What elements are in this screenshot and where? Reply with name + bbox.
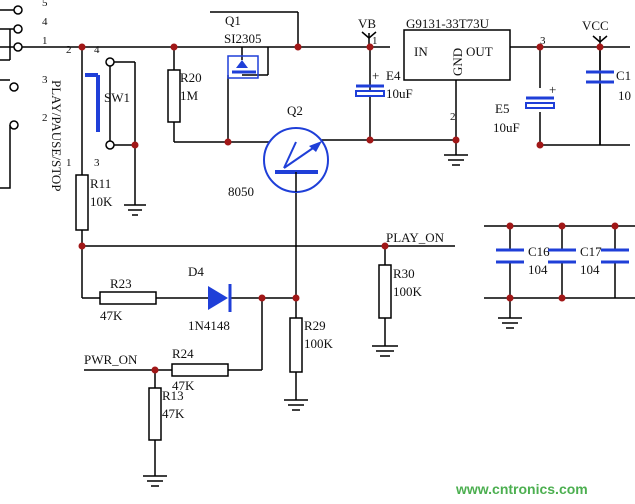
- u1-gnd: GND: [450, 48, 465, 76]
- q2-transistor: [263, 127, 329, 193]
- watermark-text: www.cntronics.com: [455, 481, 588, 497]
- r20-ref: R20: [180, 70, 202, 85]
- q1-value: SI2305: [224, 31, 262, 46]
- sw1-pin-2: 2: [66, 44, 72, 56]
- r23-value: 47K: [100, 308, 123, 323]
- c17-value: 104: [580, 262, 600, 277]
- u1-part: G9131-33T73U: [406, 16, 490, 31]
- sw1-pin-3: 3: [94, 157, 100, 169]
- e4-capacitor: [355, 84, 385, 97]
- u1-out: OUT: [466, 44, 493, 59]
- switch-sw1: [85, 73, 100, 132]
- e5-capacitor: [525, 96, 555, 109]
- d4-diode: [208, 284, 232, 312]
- svg-text:+: +: [549, 82, 556, 97]
- u1-in: IN: [414, 44, 428, 59]
- c1-capacitor: [586, 70, 614, 84]
- r13-ref: R13: [162, 388, 184, 403]
- conn-pin-2: 2: [42, 112, 48, 124]
- r29-value: 100K: [304, 336, 334, 351]
- u1-pin-out: 3: [540, 35, 546, 47]
- sw1-name: PLAY/PAUSE/STOP: [49, 80, 64, 192]
- u1-pin-in: 1: [372, 35, 378, 47]
- r30-value: 100K: [393, 284, 423, 299]
- c1-ref: C1: [616, 68, 631, 83]
- labels: 5 4 1 3 2 Q1 SI2305 R20 1M Q2 8050 VB VC…: [42, 0, 631, 497]
- wires: [0, 9, 635, 476]
- r24-value: 47K: [172, 378, 195, 393]
- r13-value: 47K: [162, 406, 185, 421]
- conn-pin-4: 4: [42, 16, 48, 28]
- r20-value: 1M: [180, 88, 199, 103]
- c1-value: 10: [618, 88, 631, 103]
- polarity-marks: + +: [372, 68, 556, 97]
- e5-ref: E5: [495, 101, 509, 116]
- c16-value: 104: [528, 262, 548, 277]
- e5-value: 10uF: [493, 120, 520, 135]
- q1-ref: Q1: [225, 13, 241, 28]
- r30-ref: R30: [393, 266, 415, 281]
- e4-ref: E4: [386, 68, 401, 83]
- net-flags: [361, 31, 608, 43]
- e4-value: 10uF: [386, 86, 413, 101]
- r24-ref: R24: [172, 346, 194, 361]
- connector-terminals: [9, 5, 115, 150]
- d4-value: 1N4148: [188, 318, 230, 333]
- junction-dots: [78, 43, 619, 374]
- sw1-ref: SW1: [104, 90, 130, 105]
- net-pwr-on: PWR_ON: [84, 352, 138, 367]
- resistor-bodies: [75, 29, 511, 441]
- c16-ref: C16: [528, 244, 550, 259]
- c17-ref: C17: [580, 244, 602, 259]
- d4-ref: D4: [188, 264, 204, 279]
- conn-pin-1: 1: [42, 35, 48, 47]
- conn-pin-3: 3: [42, 74, 48, 86]
- sw1-pin-1: 1: [66, 157, 72, 169]
- conn-pin-5: 5: [42, 0, 48, 9]
- r11-ref: R11: [90, 176, 111, 191]
- c16-c17-capacitors: [496, 248, 629, 264]
- q2-value: 8050: [228, 184, 254, 199]
- ground-symbols: [124, 154, 522, 487]
- net-vb: VB: [358, 16, 376, 31]
- q1-mosfet: [227, 55, 259, 79]
- r11-value: 10K: [90, 194, 113, 209]
- sw1-pin-4: 4: [94, 44, 100, 56]
- net-play-on: PLAY_ON: [386, 230, 445, 245]
- svg-text:+: +: [372, 68, 379, 83]
- r29-ref: R29: [304, 318, 326, 333]
- q2-ref: Q2: [287, 103, 303, 118]
- r23-ref: R23: [110, 276, 132, 291]
- net-vcc: VCC: [582, 18, 609, 33]
- u1-pin-gnd: 2: [450, 111, 456, 123]
